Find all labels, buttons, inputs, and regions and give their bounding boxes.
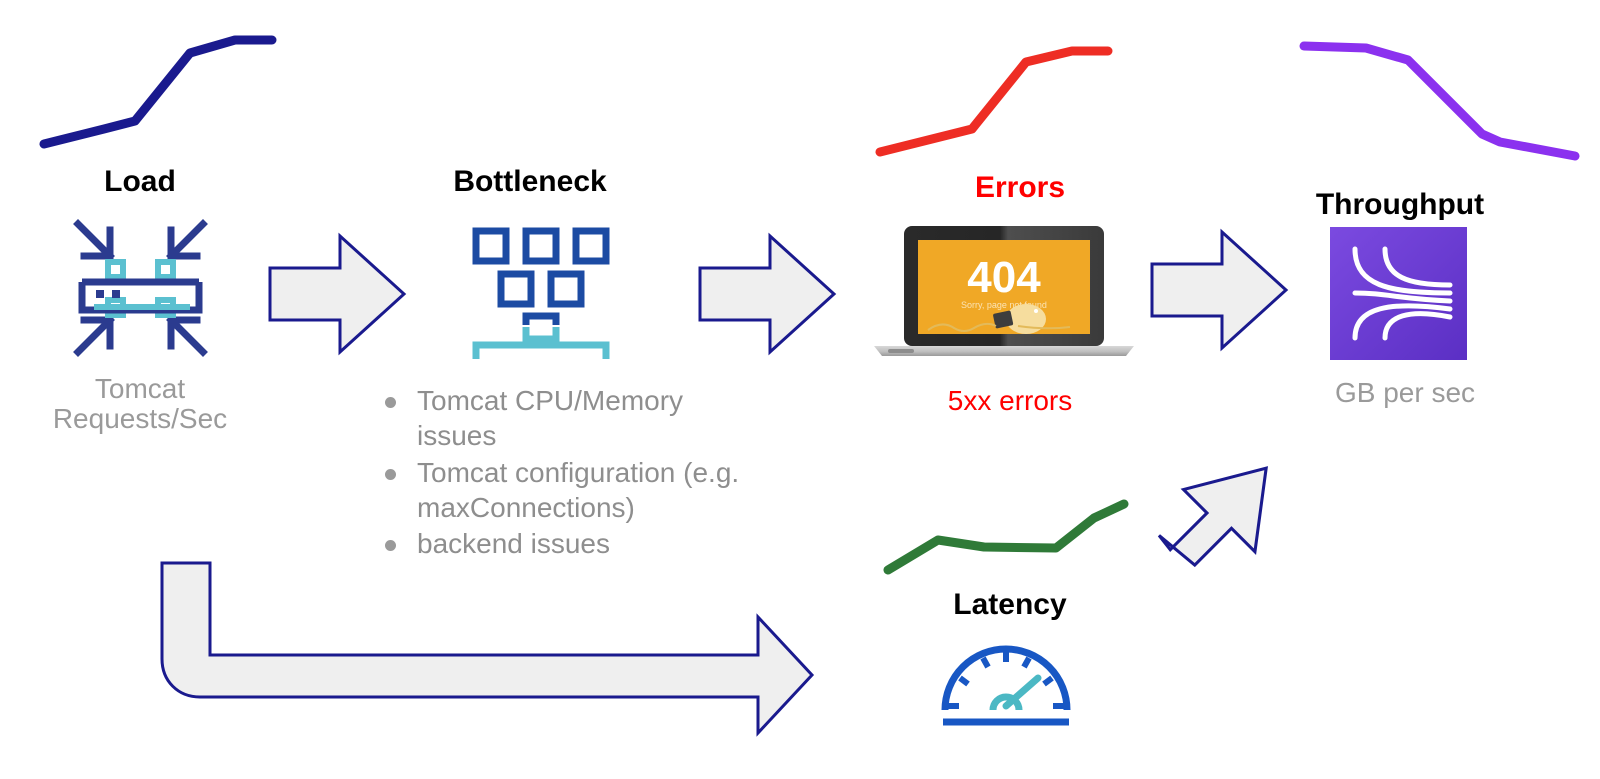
stage-caption-throughput: GB per sec <box>1334 377 1476 408</box>
speedometer-icon <box>935 634 1077 726</box>
stage-title-errors: Errors <box>974 171 1066 204</box>
stage-caption-errors: 5xx errors <box>947 385 1073 416</box>
arrow-errors-to-throughput <box>1150 228 1290 352</box>
list-item: Tomcat CPU/Memory issues <box>375 383 765 454</box>
stage-caption-load: Tomcat Requests/Sec <box>52 373 228 434</box>
laptop-404-code: 404 <box>967 253 1041 302</box>
arrow-load-to-latency <box>158 555 818 745</box>
stage-title-throughput: Throughput <box>1315 188 1485 221</box>
list-item: backend issues <box>375 526 765 561</box>
stage-title-bottleneck: Bottleneck <box>453 165 607 198</box>
server-load-icon <box>68 218 213 358</box>
load-sparkline <box>39 28 277 149</box>
arrow-latency-to-throughput <box>1150 448 1275 578</box>
arrow-load-to-bottleneck <box>268 232 408 356</box>
laptop-404-message: Sorry, page not found <box>961 300 1047 310</box>
stage-title-load: Load <box>104 165 176 198</box>
arrow-bottleneck-to-errors <box>698 232 838 356</box>
latency-sparkline <box>883 490 1129 575</box>
list-item: Tomcat configuration (e.g. maxConnection… <box>375 455 765 526</box>
errors-sparkline <box>875 35 1113 160</box>
laptop-404-icon: 404 Sorry, page not found <box>868 222 1140 360</box>
stage-title-latency: Latency <box>953 588 1067 621</box>
throughput-sparkline <box>1299 38 1585 163</box>
funnel-bottleneck-icon <box>465 225 620 365</box>
throughput-flow-icon <box>1330 227 1467 360</box>
bottleneck-bullet-list: Tomcat CPU/Memory issues Tomcat configur… <box>375 383 765 562</box>
